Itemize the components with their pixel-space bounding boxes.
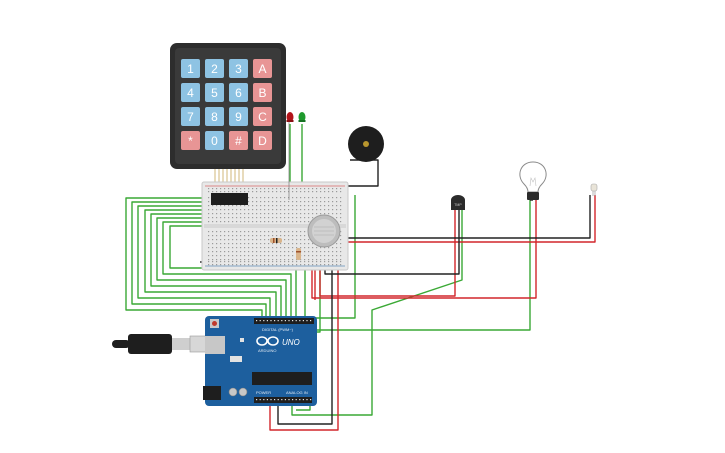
wire-red: [269, 262, 339, 431]
keypad-key[interactable]: [253, 83, 272, 102]
wire-red: [311, 200, 537, 299]
wire-green: [156, 217, 287, 322]
keypad-key-label: 1: [187, 62, 194, 76]
keypad-key[interactable]: [181, 59, 200, 78]
resistor[interactable]: [296, 248, 301, 260]
wire-green: [162, 221, 292, 322]
arduino-model-label: UNO: [282, 338, 300, 347]
keypad-key-label: 8: [211, 110, 218, 124]
keypad-key[interactable]: [229, 83, 248, 102]
keypad-wires: [125, 197, 297, 322]
keypad-key[interactable]: [205, 107, 224, 126]
wire-green: [131, 201, 267, 322]
wire-red: [345, 195, 596, 243]
keypad-key[interactable]: [229, 59, 248, 78]
arduino-logo: [256, 336, 279, 346]
keypad-key-label: B: [258, 86, 266, 100]
keypad-key[interactable]: [181, 107, 200, 126]
keypad-key-label: 6: [235, 86, 242, 100]
piezo-buzzer[interactable]: [348, 126, 384, 162]
analog-header-label: ANALOG IN: [286, 390, 308, 395]
keypad-key[interactable]: [205, 83, 224, 102]
keypad-key-label: 3: [235, 62, 242, 76]
keypad-key[interactable]: [229, 107, 248, 126]
keypad-key[interactable]: [229, 131, 248, 150]
resistor[interactable]: [270, 238, 282, 243]
temperature-sensor[interactable]: TMP: [451, 195, 465, 210]
microcontroller-chip: [252, 372, 312, 385]
keypad-key[interactable]: [205, 59, 224, 78]
breadboard: [201, 181, 349, 271]
keypad-key-label: 4: [187, 86, 194, 100]
keypad-key-label: 5: [211, 86, 218, 100]
photoresistor[interactable]: [590, 183, 598, 196]
keypad-key-label: A: [258, 62, 266, 76]
wire-green: [125, 197, 263, 322]
keypad-key-label: #: [235, 134, 242, 148]
power-header-label: POWER: [256, 390, 271, 395]
keypad-key-label: *: [188, 134, 193, 148]
keypad-key[interactable]: [181, 131, 200, 150]
wire-green: [169, 225, 297, 322]
digital-header-label: DIGITAL (PWM~): [262, 327, 294, 332]
keypad-key-label: 2: [211, 62, 218, 76]
keypad-key-label: D: [258, 134, 267, 148]
breadboard-holes: [208, 188, 342, 266]
keypad-key[interactable]: [205, 131, 224, 150]
led-green[interactable]: [298, 112, 306, 122]
keypad-key[interactable]: [253, 59, 272, 78]
wire-black: [345, 159, 379, 187]
wire-green: [137, 205, 271, 322]
keypad-key[interactable]: [253, 107, 272, 126]
header-connector: [211, 193, 248, 205]
led-red[interactable]: [286, 112, 294, 200]
keypad-key[interactable]: [253, 131, 272, 150]
usb-cable: [112, 334, 215, 354]
wire-black: [345, 195, 591, 239]
arduino-uno[interactable]: UNO ARDUINO DIGITAL (PWM~) POWER ANALOG …: [203, 316, 317, 406]
keypad-key-label: 7: [187, 110, 194, 124]
light-bulb[interactable]: [519, 161, 547, 200]
keypad-key-label: 0: [211, 134, 218, 148]
svg-text:TMP: TMP: [454, 203, 462, 207]
keypad-key[interactable]: [181, 83, 200, 102]
keypad-key-label: 9: [235, 110, 242, 124]
wire-green: [144, 209, 277, 322]
arduino-pins: [256, 320, 312, 401]
gas-sensor[interactable]: [307, 214, 341, 248]
keypad[interactable]: 1 2 3 A 4 5 6 B 7 8 9 C * 0 # D: [170, 43, 286, 194]
arduino-brand-label: ARDUINO: [258, 348, 276, 353]
wire-green: [291, 210, 463, 416]
wire-green: [150, 213, 282, 322]
keypad-key-label: C: [258, 110, 267, 124]
keypad-keys: 1 2 3 A 4 5 6 B 7 8 9 C * 0 # D: [181, 59, 272, 150]
